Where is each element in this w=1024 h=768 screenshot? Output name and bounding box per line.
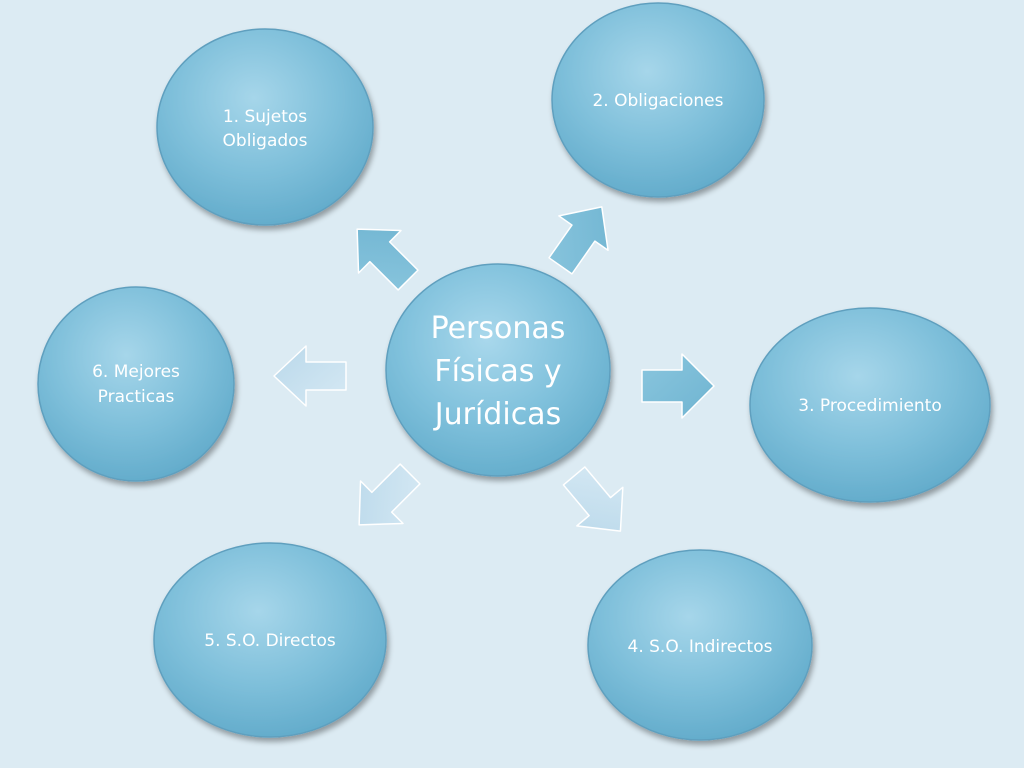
node-sujetos-obligados-line-2: Obligados — [223, 131, 308, 151]
arrows — [273, 206, 715, 532]
node-procedimiento-line-1: 3. Procedimiento — [798, 396, 942, 416]
node-so-indirectos-line-1: 4. S.O. Indirectos — [628, 637, 773, 657]
node-so-indirectos: 4. S.O. Indirectos — [587, 549, 813, 741]
node-sujetos-obligados-line-1: 1. Sujetos — [223, 107, 307, 127]
node-mejores-practicas: 6. Mejores Practicas — [37, 286, 235, 482]
node-so-directos-line-1: 5. S.O. Directos — [204, 631, 336, 651]
center-node-line-2: Físicas y — [434, 354, 561, 389]
node-sujetos-obligados: 1. Sujetos Obligados — [156, 28, 374, 226]
arrow-to-mejores-practicas — [273, 345, 347, 407]
arrow-to-so-indirectos — [562, 466, 624, 532]
arrow-to-obligaciones — [548, 206, 609, 275]
node-obligaciones: 2. Obligaciones — [551, 2, 765, 198]
node-mejores-practicas-line-2: Practicas — [98, 387, 175, 407]
center-node-line-1: Personas — [431, 311, 566, 346]
node-so-directos: 5. S.O. Directos — [153, 542, 387, 738]
center-node-line-3: Jurídicas — [433, 397, 561, 432]
arrow-to-so-directos — [358, 463, 421, 526]
arrow-to-sujetos-obligados — [356, 228, 419, 291]
node-procedimiento: 3. Procedimiento — [749, 307, 991, 503]
center-node: Personas Físicas y Jurídicas — [385, 263, 611, 477]
node-mejores-practicas-line-1: 6. Mejores — [92, 362, 180, 382]
node-obligaciones-line-1: 2. Obligaciones — [592, 91, 723, 111]
arrow-to-procedimiento — [641, 353, 715, 419]
